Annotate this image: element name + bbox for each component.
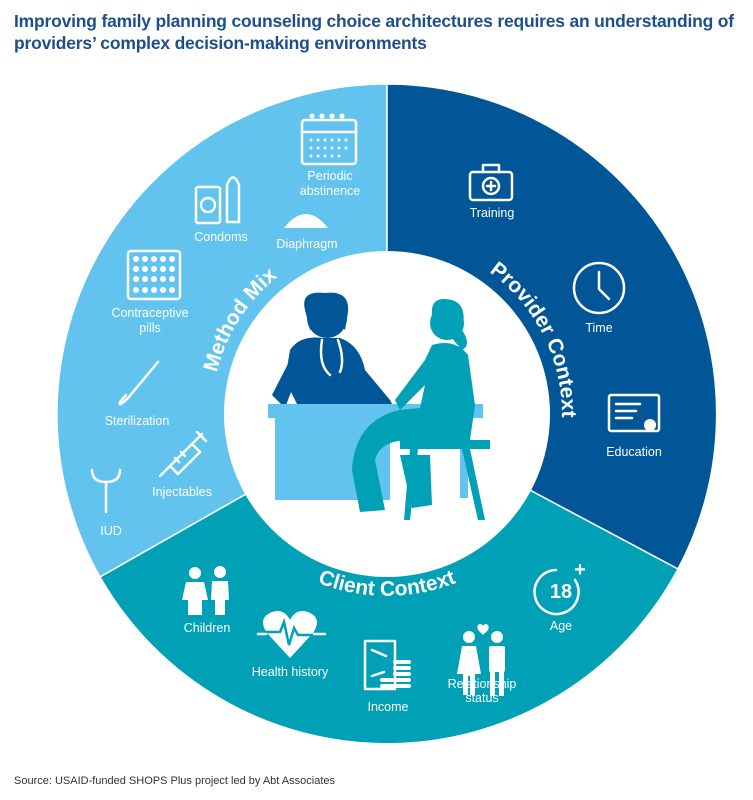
iud-item: IUD — [90, 468, 122, 538]
sterilization-label: Sterilization — [105, 414, 170, 428]
syringe-icon — [158, 430, 208, 478]
pill-pack-icon — [126, 249, 182, 301]
education-item: Education — [606, 393, 662, 459]
training-label: Training — [470, 206, 515, 220]
periodic-abstinence-label-line2: abstinence — [300, 184, 361, 198]
diaphragm-item: Diaphragm — [276, 214, 338, 251]
contraceptive-pills-label-line1: Contraceptive — [111, 306, 188, 320]
clock-icon — [572, 261, 626, 315]
periodic-abstinence-item: Periodic abstinence — [300, 113, 361, 198]
age-badge-plus: + — [574, 559, 586, 581]
consultation-illustration — [268, 292, 490, 520]
education-label: Education — [606, 445, 662, 459]
injectables-label: Injectables — [152, 485, 212, 499]
iud-icon — [90, 468, 122, 514]
heart-rate-icon — [256, 611, 327, 658]
time-item: Time — [572, 261, 626, 335]
stethoscope — [319, 338, 344, 377]
doctor-silhouette — [272, 292, 395, 410]
first-aid-kit-icon — [468, 163, 514, 202]
sterilization-item: Sterilization — [105, 360, 170, 428]
client-context-segment — [98, 413, 680, 745]
income-label: Income — [368, 700, 409, 714]
iud-label: IUD — [100, 524, 122, 538]
age-label: Age — [550, 619, 572, 633]
injectables-item: Injectables — [152, 430, 212, 499]
couple-icon — [457, 624, 505, 696]
scalpel-icon — [118, 360, 160, 406]
diaphragm-icon — [284, 214, 328, 228]
condom-icon — [194, 176, 241, 225]
relationship-status-item: Relationship status — [448, 624, 517, 705]
money-icon — [363, 639, 411, 691]
calendar-icon — [300, 113, 358, 166]
periodic-abstinence-label-line1: Periodic — [307, 169, 352, 183]
income-item: Income — [363, 639, 411, 714]
contraceptive-pills-item: Contraceptive pills — [111, 249, 189, 335]
training-item: Training — [468, 163, 515, 220]
diaphragm-label: Diaphragm — [276, 237, 337, 251]
health-history-label: Health history — [252, 665, 329, 679]
condoms-label: Condoms — [194, 230, 248, 244]
age-badge-number: 18 — [550, 581, 572, 603]
relationship-status-label-line2: status — [465, 691, 498, 705]
children-item: Children — [182, 566, 230, 635]
figure-title: Improving family planning counseling cho… — [14, 11, 734, 53]
certificate-icon — [607, 393, 661, 433]
source-note: Source: USAID-funded SHOPS Plus project … — [14, 775, 335, 787]
age-item: 18 + Age — [533, 559, 586, 633]
patient-silhouette — [352, 299, 490, 520]
time-label: Time — [585, 321, 612, 335]
contraceptive-pills-label-line2: pills — [139, 321, 161, 335]
children-label: Children — [184, 621, 231, 635]
relationship-status-label-line1: Relationship — [448, 677, 517, 691]
health-history-item: Health history — [252, 611, 329, 679]
condoms-item: Condoms — [194, 176, 248, 244]
children-icon — [182, 566, 229, 615]
age-18-plus-icon: 18 + — [533, 559, 586, 616]
